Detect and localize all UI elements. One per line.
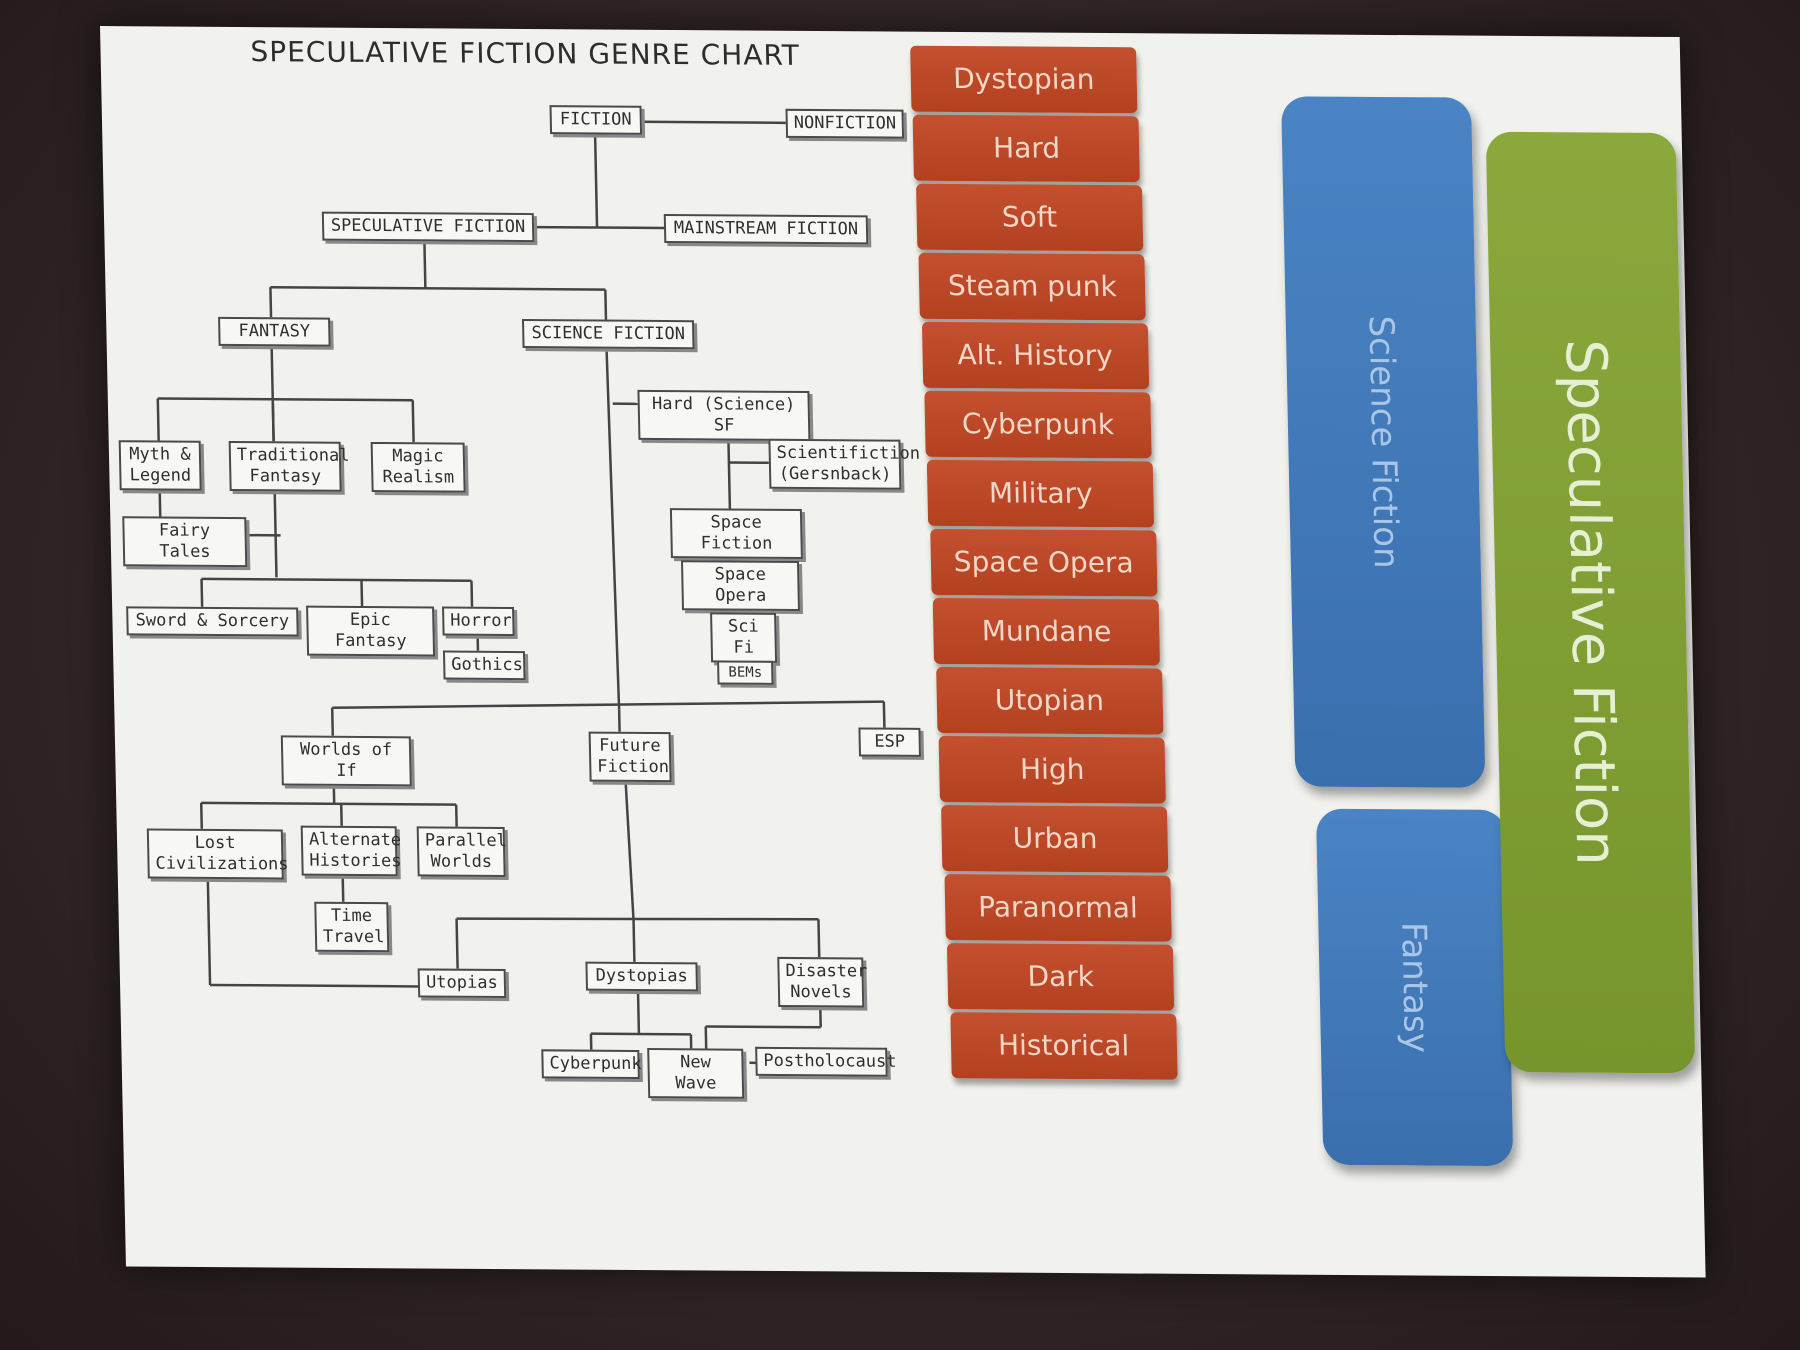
node-fantasy: FANTASY bbox=[218, 316, 331, 347]
subgenre-high: High bbox=[938, 736, 1166, 804]
subgenre-soft: Soft bbox=[915, 183, 1144, 252]
node-bems: BEMs bbox=[717, 660, 774, 685]
node-scientifiction: Scientifiction (Gersnback) bbox=[768, 438, 920, 490]
node-epic-fantasy: Epic Fantasy bbox=[306, 605, 436, 657]
subgenre-historical: Historical bbox=[949, 1012, 1178, 1080]
node-gothics: Gothics bbox=[442, 650, 526, 681]
node-esp: ESP bbox=[858, 727, 922, 757]
node-fairy-tales: Fairy Tales bbox=[122, 516, 248, 568]
node-mainstream-fiction: MAINSTREAM FICTION bbox=[663, 213, 869, 245]
subgenre-cyberpunk: Cyberpunk bbox=[924, 390, 1152, 459]
node-postholocaust: Postholocaust bbox=[755, 1046, 897, 1077]
subgenre-urban: Urban bbox=[941, 805, 1169, 873]
science-fiction-block: Science Fiction bbox=[1281, 96, 1486, 788]
node-nonfiction: NONFICTION bbox=[785, 108, 905, 139]
subgenre-military: Military bbox=[927, 459, 1155, 528]
subgenre-paranormal: Paranormal bbox=[944, 874, 1172, 942]
node-space-opera: Space Opera bbox=[680, 560, 800, 612]
node-space-fiction: Space Fiction bbox=[669, 508, 803, 560]
node-time-travel: Time Travel bbox=[314, 901, 390, 953]
node-hard-science-sf: Hard (Science) SF bbox=[637, 389, 811, 442]
node-future-fiction: Future Fiction bbox=[588, 731, 672, 783]
node-science-fiction: SCIENCE FICTION bbox=[521, 319, 695, 350]
node-lost-civilizations: Lost Civilizations bbox=[146, 828, 289, 880]
node-cyberpunk: Cyberpunk bbox=[541, 1049, 642, 1080]
subgenre-utopian: Utopian bbox=[935, 666, 1164, 735]
node-speculative-fiction: SPECULATIVE FICTION bbox=[321, 211, 535, 243]
node-parallel-worlds: Parallel Worlds bbox=[416, 826, 507, 878]
node-worlds-of-if: Worlds of If bbox=[280, 735, 412, 787]
node-myth-legend: Myth & Legend bbox=[118, 440, 202, 491]
node-new-wave: New Wave bbox=[647, 1048, 745, 1099]
node-utopias: Utopias bbox=[417, 968, 507, 999]
science-fiction-block-label: Science Fiction bbox=[1360, 315, 1406, 569]
subgenre-hard: Hard bbox=[912, 114, 1141, 183]
fantasy-block: Fantasy bbox=[1315, 808, 1514, 1167]
subgenre-space-opera: Space Opera bbox=[930, 528, 1158, 597]
node-fiction: FICTION bbox=[549, 105, 643, 135]
fantasy-block-label: Fantasy bbox=[1393, 921, 1437, 1053]
projected-slide: SPECULATIVE FICTION GENRE CHART bbox=[100, 26, 1706, 1278]
subgenre-steam-punk: Steam punk bbox=[918, 252, 1146, 321]
subgenre-alt-history: Alt. History bbox=[921, 321, 1149, 390]
node-sci-fi: Sci Fi bbox=[710, 612, 778, 663]
node-dystopias: Dystopias bbox=[585, 961, 698, 992]
subgenre-dystopian: Dystopian bbox=[910, 45, 1138, 114]
node-magic-realism: Magic Realism bbox=[370, 441, 466, 493]
tree-connectors bbox=[156, 120, 886, 1065]
node-alternate-histories: Alternate Histories bbox=[300, 825, 402, 877]
speculative-fiction-block-label: Speculative Fiction bbox=[1552, 339, 1629, 867]
node-sword-sorcery: Sword & Sorcery bbox=[126, 606, 299, 637]
node-traditional-fantasy: Traditional Fantasy bbox=[228, 440, 350, 492]
subgenre-dark: Dark bbox=[947, 943, 1175, 1011]
node-disaster-novels: Disaster Novels bbox=[777, 956, 868, 1008]
speculative-fiction-block: Speculative Fiction bbox=[1485, 131, 1696, 1074]
subgenre-mundane: Mundane bbox=[932, 597, 1161, 666]
node-horror: Horror bbox=[442, 606, 515, 637]
